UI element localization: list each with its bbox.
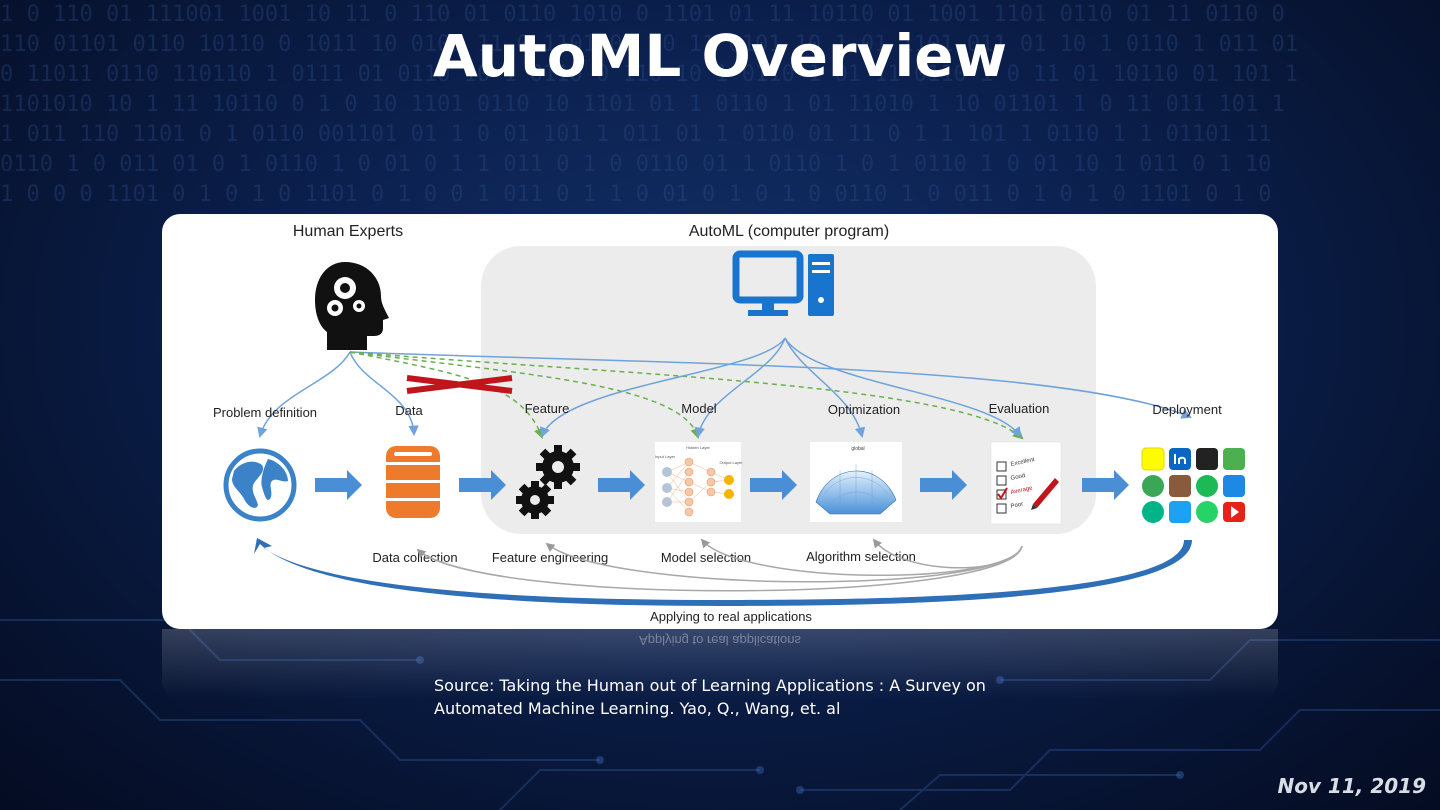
rating-excellent: Excellent — [1010, 457, 1035, 468]
spotify-icon — [1196, 475, 1218, 497]
source-line-2: Automated Machine Learning. Yao, Q., Wan… — [434, 699, 841, 718]
checklist-icon: Excellent Good Average Poor — [990, 441, 1062, 525]
human-experts-label: Human Experts — [293, 223, 403, 240]
step-deployment: Deployment — [1152, 402, 1222, 417]
step-data: Data — [395, 403, 423, 418]
step-problem-definition: Problem definition — [213, 405, 317, 420]
gears-icon — [516, 445, 580, 519]
vine-icon — [1142, 501, 1164, 523]
app-grid-icon — [1141, 447, 1245, 523]
step-feature: Feature — [525, 401, 570, 416]
neural-network-icon: Hidden Layer Input Layer Output Layer — [655, 442, 743, 522]
step-feature-engineering: Feature engineering — [492, 550, 608, 565]
maps-icon — [1223, 448, 1245, 470]
surface-plot-label: global — [851, 446, 864, 452]
globe-icon — [223, 448, 297, 522]
desktop-computer-icon — [732, 250, 834, 316]
surface-plot-icon: global — [810, 442, 902, 522]
nn-output-layer-label: Output Layer — [719, 460, 743, 465]
automl-diagram: Human Experts AutoML (computer program) — [213, 223, 1245, 624]
automl-diagram-panel: Human Experts AutoML (computer program) — [162, 214, 1278, 629]
nn-hidden-layer-label: Hidden Layer — [686, 445, 710, 450]
rating-poor: Poor — [1010, 501, 1024, 510]
slide-title: AutoML Overview — [432, 22, 1008, 90]
automl-label: AutoML (computer program) — [689, 223, 889, 240]
automl-region — [481, 246, 1096, 534]
database-icon — [386, 446, 440, 518]
twitter-icon — [1169, 501, 1191, 523]
real-applications-loop — [254, 538, 1192, 606]
reflected-loop-label: Applying to real applications — [639, 633, 801, 648]
step-data-collection: Data collection — [372, 550, 457, 565]
whatsapp-icon — [1196, 501, 1218, 523]
binary-background: 1 0 110 01 111001 1001 10 11 0 110 01 01… — [0, 2, 1299, 207]
snapchat-icon — [1141, 447, 1165, 471]
step-algorithm-selection: Algorithm selection — [806, 549, 916, 564]
loop-label: Applying to real applications — [650, 609, 812, 624]
step-evaluation: Evaluation — [989, 401, 1050, 416]
vine-app-icon — [1142, 475, 1164, 497]
source-line-1: Source: Taking the Human out of Learning… — [434, 676, 986, 695]
circuit-board-background — [0, 619, 1440, 810]
step-optimization: Optimization — [828, 402, 900, 417]
human-head-gears-icon — [315, 262, 389, 350]
slide-date: Nov 11, 2019 — [1277, 774, 1426, 798]
panel-reflection: Applying to real applications — [162, 629, 1278, 699]
step-model-selection: Model selection — [661, 550, 751, 565]
step-model: Model — [681, 401, 717, 416]
rating-average: Average — [1010, 485, 1034, 496]
source-citation: Source: Taking the Human out of Learning… — [434, 674, 1134, 720]
red-cross-mark — [406, 375, 513, 394]
instagram-icon — [1169, 475, 1191, 497]
nn-input-layer-label: Input Layer — [655, 454, 676, 459]
flow-arrows — [315, 470, 1129, 500]
messenger-icon — [1223, 475, 1245, 497]
rating-good: Good — [1010, 473, 1026, 482]
nyt-icon — [1196, 448, 1218, 470]
